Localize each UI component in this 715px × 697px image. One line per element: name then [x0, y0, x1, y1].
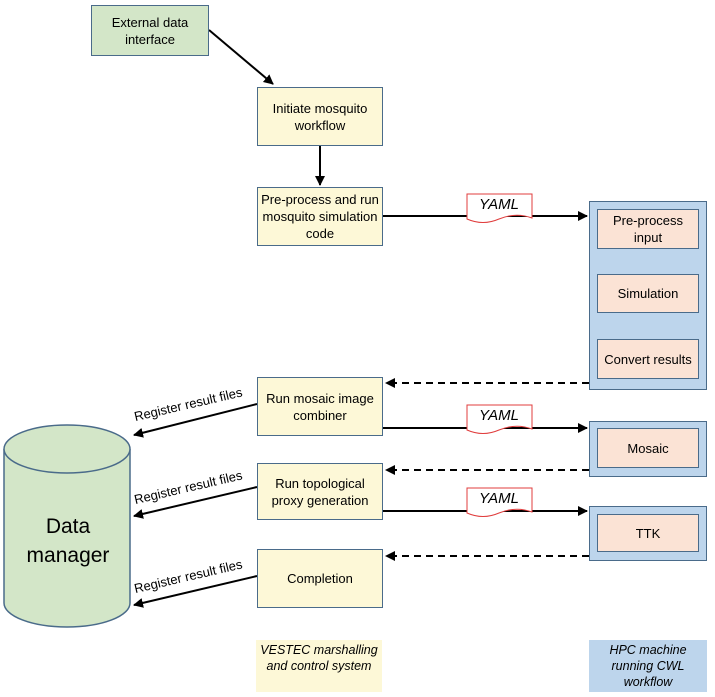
arrow-register-completion [133, 575, 258, 608]
yaml-label: YAML [478, 407, 520, 424]
convert-results-box: Convert results [597, 339, 699, 379]
external-data-interface-label: External data interface [111, 14, 189, 47]
yaml-document-shape [466, 404, 533, 434]
preprocess-run-box: Pre-process and run mosquito simulation … [257, 187, 383, 246]
run-mosaic-box: Run mosaic image combiner [257, 377, 383, 436]
yaml-label: YAML [478, 490, 520, 507]
ttk-label: TTK [635, 525, 661, 541]
external-data-interface-box: External data interface [91, 5, 209, 56]
vestec-caption: VESTEC marshalling and control system [256, 640, 382, 692]
completion-box: Completion [257, 549, 383, 608]
initiate-workflow-label: Initiate mosquito workflow [272, 100, 368, 133]
preprocess-run-label: Pre-process and run mosquito simulation … [261, 192, 379, 241]
initiate-workflow-box: Initiate mosquito workflow [257, 87, 383, 146]
yaml-document-shape [466, 193, 533, 223]
arrow-external-to-initiate [208, 29, 274, 85]
completion-label: Completion [287, 571, 353, 586]
preprocess-input-box: Pre-process input [597, 209, 699, 249]
data-manager-cylinder [3, 424, 131, 628]
run-mosaic-label: Run mosaic image combiner [266, 390, 374, 423]
simulation-label: Simulation [617, 286, 679, 301]
arrow-register-topological [133, 486, 258, 519]
simulation-box: Simulation [597, 274, 699, 313]
run-topological-box: Run topological proxy generation [257, 463, 383, 520]
preprocess-input-label: Pre-process input [612, 213, 684, 245]
mosaic-label: Mosaic [627, 440, 669, 456]
yaml-document-shape [466, 487, 533, 517]
yaml-label: YAML [478, 196, 520, 213]
hpc-caption: HPC machine running CWL workflow [589, 640, 707, 692]
arrow-register-mosaic [133, 403, 258, 438]
data-manager-label: Data manager [26, 515, 110, 567]
mosaic-box: Mosaic [597, 428, 699, 468]
convert-results-label: Convert results [604, 351, 692, 367]
run-topological-label: Run topological proxy generation [271, 475, 369, 508]
ttk-box: TTK [597, 514, 699, 552]
